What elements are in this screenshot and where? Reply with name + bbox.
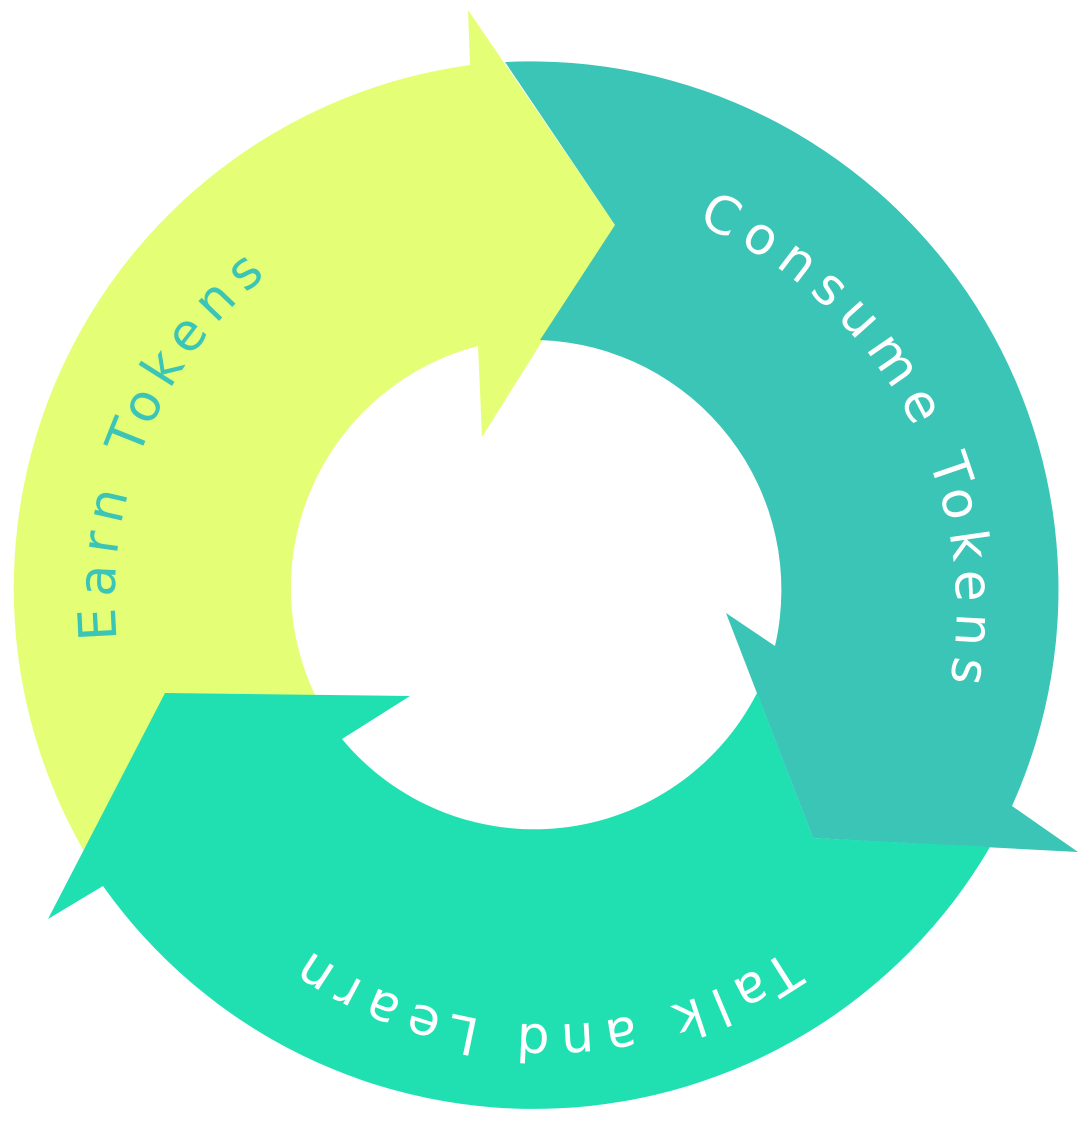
consume-tokens-arrow bbox=[505, 61, 1078, 852]
talk-and-learn-arrow bbox=[48, 693, 990, 1109]
earn-tokens-arrow bbox=[13, 10, 616, 853]
